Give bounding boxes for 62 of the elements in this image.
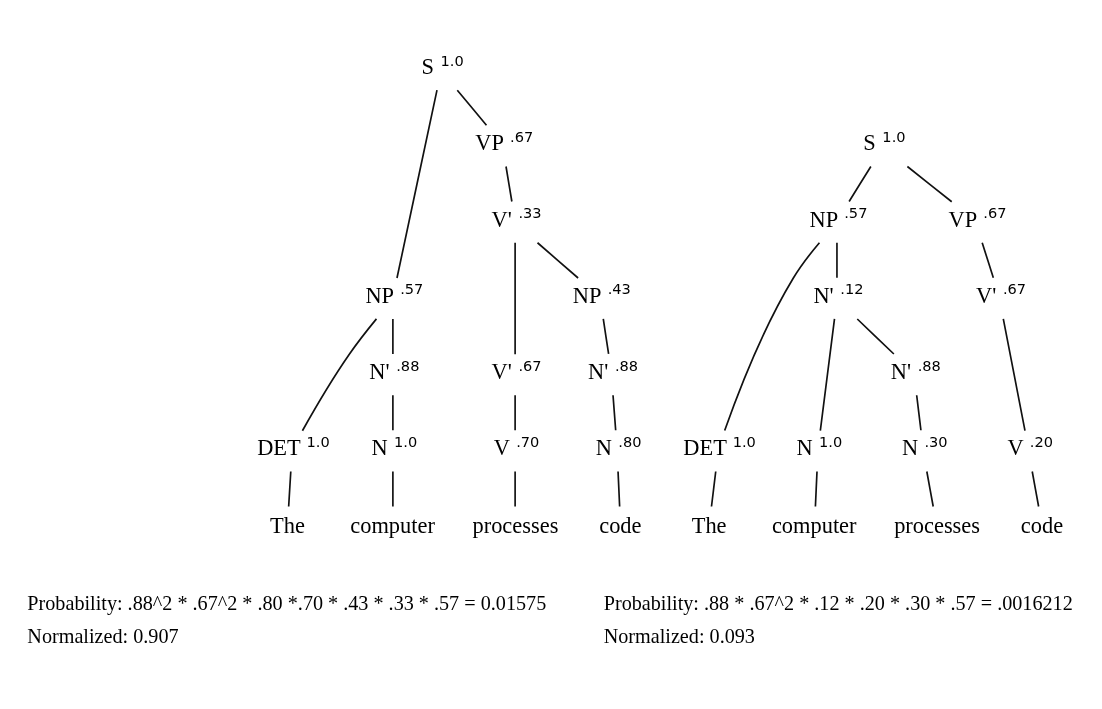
connector (505, 165, 513, 203)
connector (981, 241, 995, 279)
node-text: code (1020, 512, 1064, 538)
connector (710, 470, 717, 508)
node-text: N' $^{.88}$ (369, 356, 420, 385)
connector (915, 394, 922, 432)
node-text: DET $^{1.0}$ (257, 432, 330, 461)
node-text: The (691, 512, 727, 538)
node-text: V' $^{.67}$ (491, 356, 542, 385)
node-text: DET $^{1.0}$ (683, 432, 756, 461)
connector (856, 318, 895, 355)
label: Normalized: 0.907 (27, 625, 179, 648)
node-text: S $^{1.0}$ (421, 51, 464, 80)
node-text: VP $^{.67}$ (948, 204, 1007, 232)
label: Normalized: 0.093 (603, 625, 755, 648)
connector (617, 470, 621, 508)
connector (848, 165, 872, 203)
node-text: V $^{.70}$ (493, 432, 540, 461)
node-text: NP $^{.57}$ (809, 204, 868, 232)
node-text: computer (771, 512, 857, 538)
connector (456, 89, 488, 127)
node-text: N' $^{.88}$ (588, 356, 639, 385)
node-text: processes (472, 512, 559, 538)
connector (612, 394, 617, 432)
connector (536, 241, 579, 279)
connector (392, 394, 394, 432)
node-text: V $^{.20}$ (1007, 432, 1053, 461)
node-text: N $^{1.0}$ (371, 432, 418, 461)
node-text: NP $^{.57}$ (365, 280, 424, 308)
node-text: S $^{1.0}$ (863, 127, 906, 156)
connector (602, 318, 610, 355)
node-text: The (270, 512, 305, 538)
node-text: N' $^{.12}$ (813, 280, 864, 308)
node-text: code (599, 512, 642, 538)
connector (514, 470, 516, 508)
label: Probability: .88^2 * .67^2 * .80 *.70 * .43 * .33 * .57 = 0.01575 (27, 591, 547, 614)
node-text: N $^{1.0}$ (796, 432, 843, 461)
connector (1031, 470, 1040, 508)
node-text: V' $^{.33}$ (491, 204, 542, 232)
connector (392, 318, 394, 355)
connector (723, 241, 821, 432)
node-text: computer (350, 512, 435, 538)
node-text: N' $^{.88}$ (890, 356, 941, 385)
node-text: V' $^{.67}$ (976, 280, 1027, 308)
connector (836, 241, 838, 279)
connector (514, 241, 516, 356)
label: Probability: .88 * .67^2 * .12 * .20 * .30 * .57 = .0016212 (603, 591, 1073, 614)
node-text: processes (894, 512, 981, 538)
connector (814, 470, 818, 508)
connector (906, 165, 953, 203)
connector (1002, 318, 1026, 432)
connector (301, 318, 378, 432)
node-text: N $^{.30}$ (901, 432, 948, 461)
connector (926, 470, 935, 508)
node-text: NP $^{.43}$ (572, 280, 631, 308)
connector (392, 470, 394, 508)
connector (396, 89, 438, 279)
connector (514, 394, 516, 432)
connector (287, 470, 292, 508)
node-text: N $^{.80}$ (595, 432, 642, 461)
node-text: VP $^{.67}$ (475, 127, 534, 156)
connector (819, 318, 836, 432)
